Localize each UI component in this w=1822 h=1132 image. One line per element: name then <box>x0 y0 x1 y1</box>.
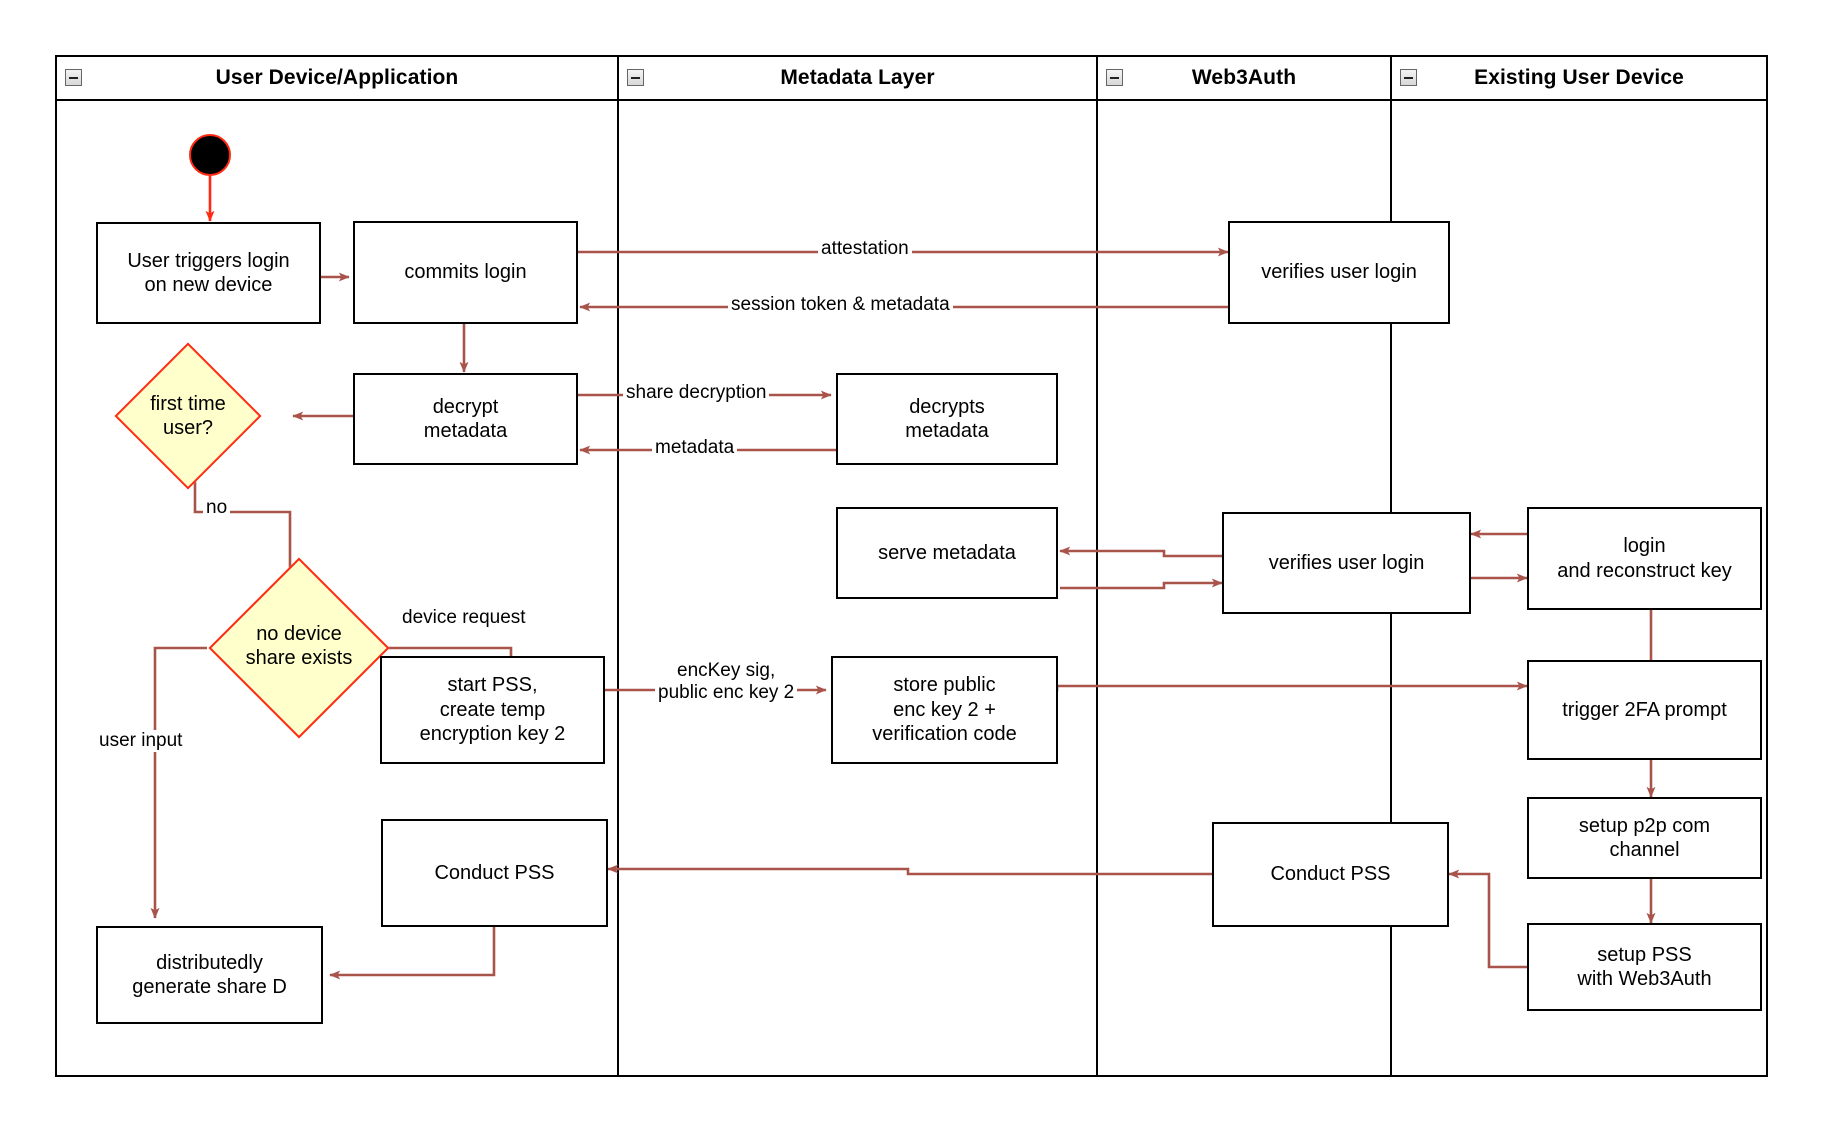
node-verifies-user-login-2[interactable]: verifies user login <box>1222 512 1471 614</box>
node-store-public-enc-key[interactable]: store public enc key 2 + verification co… <box>831 656 1058 764</box>
lane-title-web3auth: Web3Auth <box>1191 66 1297 89</box>
lane-existing-user-device[interactable]: Existing User Device <box>1392 57 1766 1075</box>
node-commits-login[interactable]: commits login <box>353 221 578 324</box>
minus-icon[interactable] <box>627 69 644 86</box>
lane-metadata-layer[interactable]: Metadata Layer <box>619 57 1098 1075</box>
node-decrypts-metadata[interactable]: decrypts metadata <box>836 373 1058 465</box>
edge-label-no: no <box>203 497 231 520</box>
lane-header-metadata-layer[interactable]: Metadata Layer <box>619 57 1096 101</box>
minus-icon[interactable] <box>1400 69 1417 86</box>
node-conduct-pss-user-device[interactable]: Conduct PSS <box>381 819 608 927</box>
edge-label-device-request: device request <box>399 607 529 630</box>
lane-title-existing-user-device: Existing User Device <box>1474 66 1684 89</box>
lane-header-user-device-application[interactable]: User Device/Application <box>57 57 617 101</box>
minus-icon[interactable] <box>65 69 82 86</box>
lane-title-user-device-application: User Device/Application <box>215 66 459 89</box>
minus-icon[interactable] <box>1106 69 1123 86</box>
node-verifies-user-login-1[interactable]: verifies user login <box>1228 221 1450 324</box>
node-start-pss-create-temp-key[interactable]: start PSS, create temp encryption key 2 <box>380 656 605 764</box>
edge-label-share-decryption: share decryption <box>623 382 770 405</box>
node-decrypt-metadata[interactable]: decrypt metadata <box>353 373 578 465</box>
node-login-and-reconstruct-key[interactable]: login and reconstruct key <box>1527 507 1762 610</box>
node-setup-pss-with-web3auth[interactable]: setup PSS with Web3Auth <box>1527 923 1762 1011</box>
edge-label-enckey-sig-public-enc-key-2: encKey sig, public enc key 2 <box>655 660 798 705</box>
lane-header-existing-user-device[interactable]: Existing User Device <box>1392 57 1766 101</box>
edge-label-user-input: user input <box>96 730 186 753</box>
edge-label-metadata: metadata <box>652 437 738 460</box>
edge-label-session-token-metadata: session token & metadata <box>728 294 953 317</box>
node-distributedly-generate-share-d[interactable]: distributedly generate share D <box>96 926 323 1024</box>
node-user-triggers-login[interactable]: User triggers login on new device <box>96 222 321 324</box>
node-conduct-pss-web3auth[interactable]: Conduct PSS <box>1212 822 1449 927</box>
edge-label-attestation: attestation <box>818 238 912 261</box>
node-serve-metadata[interactable]: serve metadata <box>836 507 1058 599</box>
start-node <box>189 134 231 176</box>
lane-user-device-application[interactable]: User Device/Application <box>57 57 619 1075</box>
node-trigger-2fa-prompt[interactable]: trigger 2FA prompt <box>1527 660 1762 760</box>
node-setup-p2p-com-channel[interactable]: setup p2p com channel <box>1527 797 1762 879</box>
lane-title-metadata-layer: Metadata Layer <box>780 66 935 89</box>
lane-header-web3auth[interactable]: Web3Auth <box>1098 57 1390 101</box>
